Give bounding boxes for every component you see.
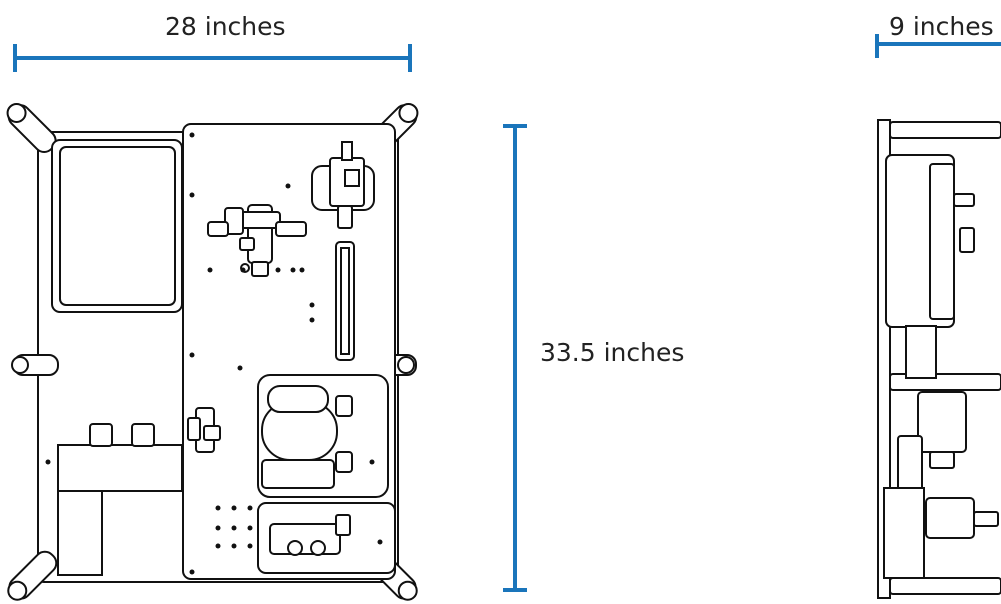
front-view	[6, 102, 419, 601]
height-dimension-line	[503, 124, 527, 592]
depth-dimension-label: 9 inches	[889, 12, 994, 41]
height-dimension-label: 33.5 inches	[540, 338, 685, 367]
check-valve	[187, 407, 221, 453]
width-dimension-label: 28 inches	[165, 12, 286, 41]
side-view	[877, 119, 1001, 599]
mounting-holes	[45, 132, 383, 575]
filter-regulator	[207, 204, 307, 277]
solenoid-valve	[311, 141, 375, 229]
junction-box	[57, 423, 183, 576]
width-dimension-line	[13, 44, 412, 72]
bottom-manifold	[257, 502, 396, 574]
depth-dimension-line	[875, 34, 1001, 58]
peristaltic-pump	[257, 374, 389, 498]
